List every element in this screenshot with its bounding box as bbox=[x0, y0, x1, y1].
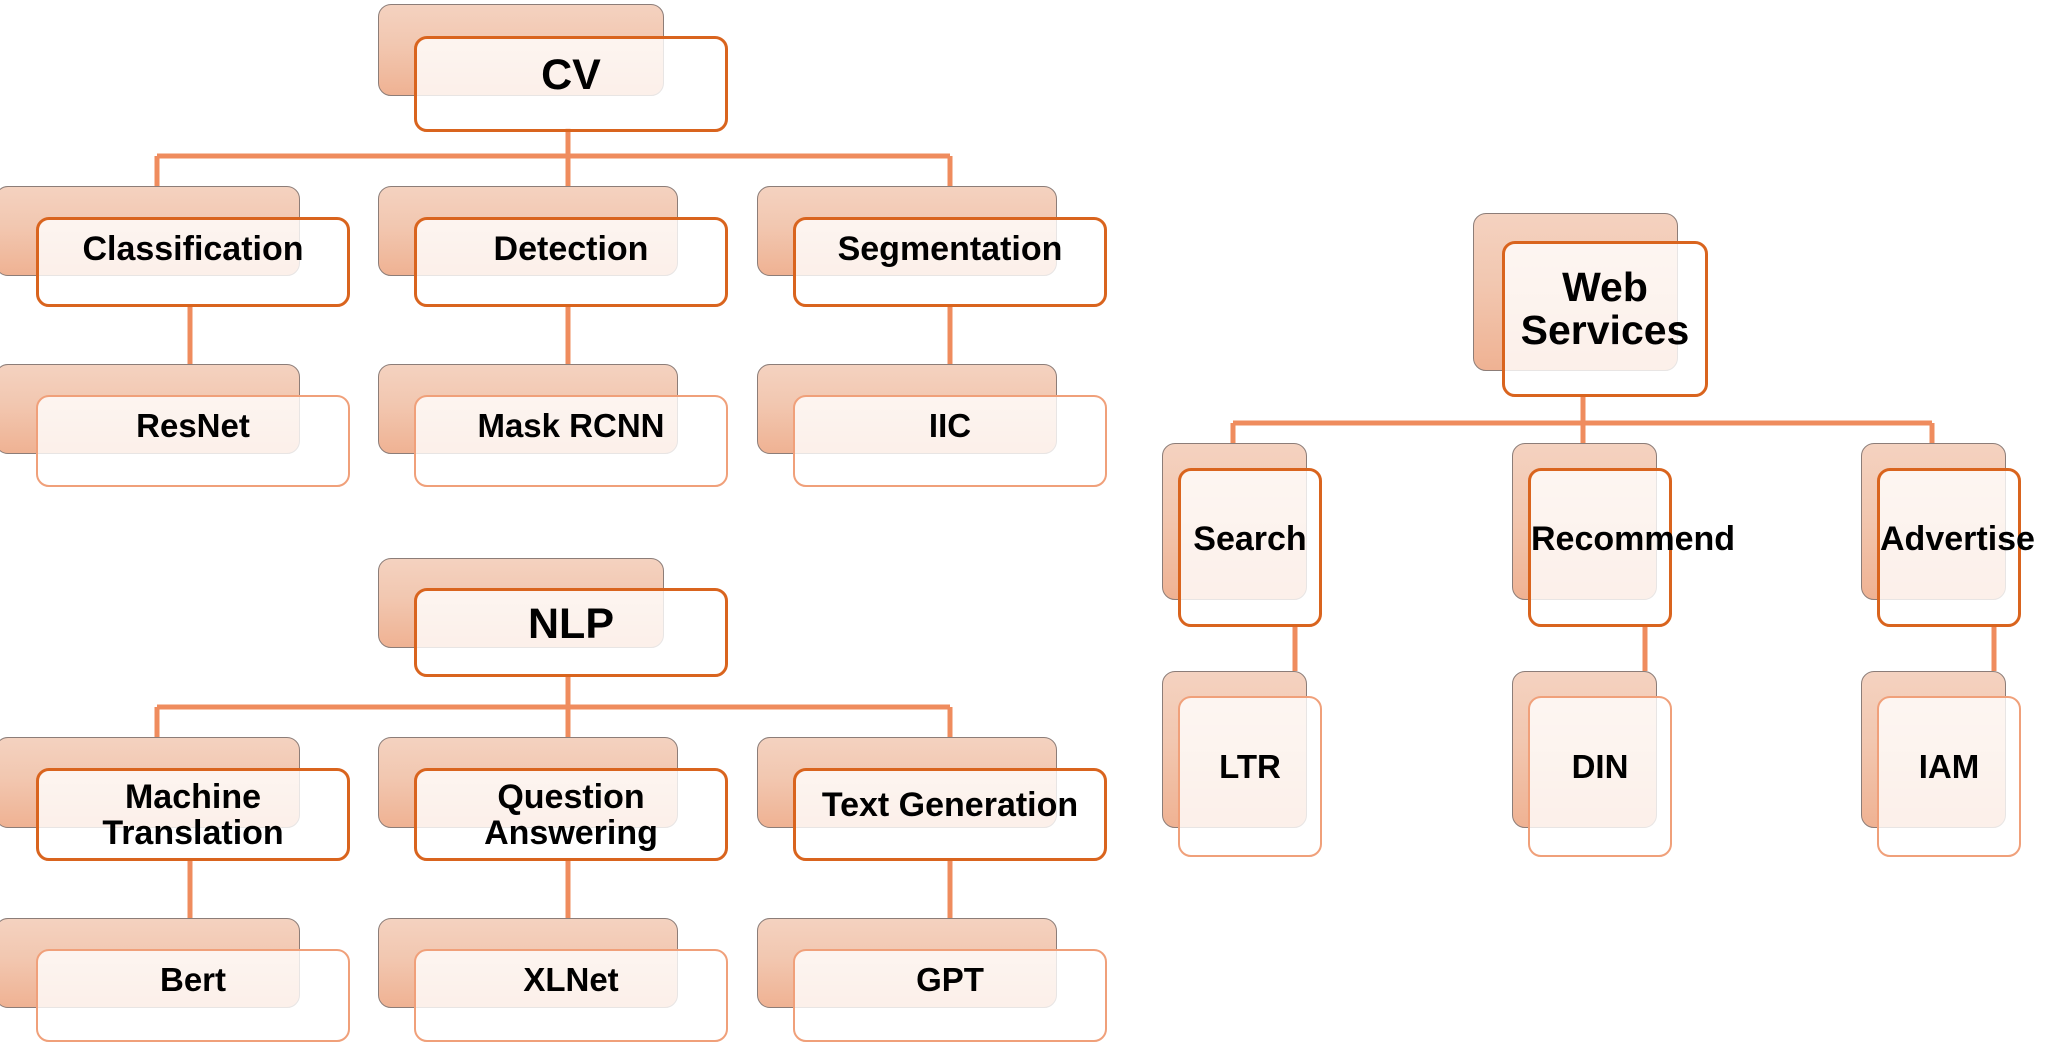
node-web-services-label: Web Services bbox=[1520, 264, 1690, 354]
node-search[interactable]: Search bbox=[1162, 443, 1322, 627]
node-cv-card[interactable]: CV bbox=[414, 36, 728, 132]
node-iam[interactable]: IAM bbox=[1861, 671, 2021, 857]
node-question-answering[interactable]: Question Answering bbox=[378, 737, 728, 861]
node-mask-rcnn[interactable]: Mask RCNN bbox=[378, 364, 728, 487]
node-detection-card[interactable]: Detection bbox=[414, 217, 728, 307]
node-xlnet-label: XLNet bbox=[523, 961, 619, 998]
node-resnet-card[interactable]: ResNet bbox=[36, 395, 350, 487]
node-web-services-card[interactable]: Web Services bbox=[1502, 241, 1708, 397]
node-classification-card[interactable]: Classification bbox=[36, 217, 350, 307]
node-recommend-card[interactable]: Recommend bbox=[1528, 468, 1736, 627]
node-search-label: Search bbox=[1193, 520, 1307, 558]
node-detection[interactable]: Detection bbox=[378, 186, 728, 307]
node-nlp-label: NLP bbox=[528, 600, 614, 648]
node-text-generation[interactable]: Text Generation bbox=[757, 737, 1107, 861]
node-question-answering-label: Question Answering bbox=[484, 778, 658, 853]
node-web-services[interactable]: Web Services bbox=[1473, 213, 1708, 397]
node-text-generation-label: Text Generation bbox=[821, 786, 1079, 824]
node-mask-rcnn-card[interactable]: Mask RCNN bbox=[414, 395, 728, 487]
node-segmentation-label: Segmentation bbox=[837, 230, 1063, 268]
node-machine-translation-label: Machine Translation bbox=[102, 778, 284, 853]
node-recommend-label: Recommend bbox=[1531, 520, 1736, 558]
node-advertise[interactable]: Advertise bbox=[1861, 443, 2035, 627]
node-gpt-label: GPT bbox=[916, 961, 984, 998]
node-question-answering-card[interactable]: Question Answering bbox=[414, 768, 728, 861]
node-classification[interactable]: Classification bbox=[0, 186, 350, 307]
node-ltr-label: LTR bbox=[1219, 748, 1281, 785]
node-iic-card[interactable]: IIC bbox=[793, 395, 1107, 487]
node-xlnet[interactable]: XLNet bbox=[378, 918, 728, 1042]
node-classification-label: Classification bbox=[82, 230, 304, 268]
node-gpt[interactable]: GPT bbox=[757, 918, 1107, 1042]
node-text-generation-card[interactable]: Text Generation bbox=[793, 768, 1107, 861]
node-bert-card[interactable]: Bert bbox=[36, 949, 350, 1042]
node-advertise-label: Advertise bbox=[1880, 520, 2035, 558]
node-cv-label: CV bbox=[541, 51, 601, 99]
node-cv[interactable]: CV bbox=[378, 4, 728, 132]
node-nlp[interactable]: NLP bbox=[378, 558, 728, 677]
node-resnet[interactable]: ResNet bbox=[0, 364, 350, 487]
node-gpt-card[interactable]: GPT bbox=[793, 949, 1107, 1042]
node-mask-rcnn-label: Mask RCNN bbox=[477, 407, 665, 444]
node-iic-label: IIC bbox=[928, 407, 972, 444]
node-recommend[interactable]: Recommend bbox=[1512, 443, 1736, 627]
node-xlnet-card[interactable]: XLNet bbox=[414, 949, 728, 1042]
node-ltr-card[interactable]: LTR bbox=[1178, 696, 1322, 857]
node-segmentation[interactable]: Segmentation bbox=[757, 186, 1107, 307]
node-resnet-label: ResNet bbox=[136, 407, 250, 444]
node-din-label: DIN bbox=[1571, 748, 1629, 785]
node-bert-label: Bert bbox=[159, 961, 227, 998]
node-iam-card[interactable]: IAM bbox=[1877, 696, 2021, 857]
node-machine-translation-card[interactable]: Machine Translation bbox=[36, 768, 350, 861]
node-iic[interactable]: IIC bbox=[757, 364, 1107, 487]
node-segmentation-card[interactable]: Segmentation bbox=[793, 217, 1107, 307]
node-bert[interactable]: Bert bbox=[0, 918, 350, 1042]
node-advertise-card[interactable]: Advertise bbox=[1877, 468, 2035, 627]
node-detection-label: Detection bbox=[493, 230, 649, 268]
node-ltr[interactable]: LTR bbox=[1162, 671, 1322, 857]
node-din[interactable]: DIN bbox=[1512, 671, 1672, 857]
node-nlp-card[interactable]: NLP bbox=[414, 588, 728, 677]
node-iam-label: IAM bbox=[1918, 748, 1980, 785]
node-din-card[interactable]: DIN bbox=[1528, 696, 1672, 857]
node-search-card[interactable]: Search bbox=[1178, 468, 1322, 627]
node-machine-translation[interactable]: Machine Translation bbox=[0, 737, 350, 861]
